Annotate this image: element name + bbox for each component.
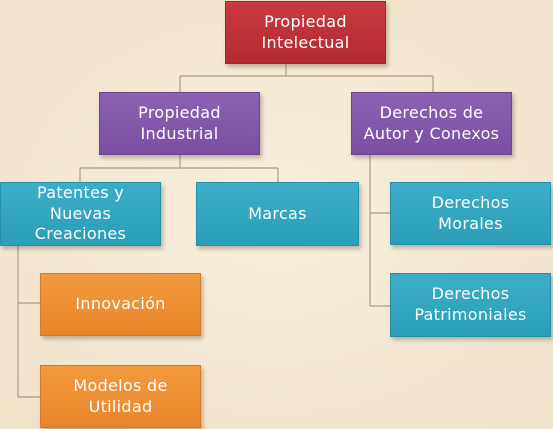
node-derechos-autor: Derechos de Autor y Conexos <box>351 92 512 155</box>
node-propiedad-intelectual: Propiedad Intelectual <box>225 1 386 64</box>
node-marcas-label: Marcas <box>248 203 307 223</box>
node-patentes-label: Patentes y Nuevas Creaciones <box>34 182 127 244</box>
node-marcas: Marcas <box>196 182 359 246</box>
node-propiedad-intelectual-label: Propiedad Intelectual <box>261 11 350 52</box>
node-propiedad-industrial-label: Propiedad Industrial <box>138 102 221 143</box>
node-innovacion: Innovación <box>40 273 201 336</box>
node-propiedad-industrial: Propiedad Industrial <box>99 92 260 155</box>
node-derechos-patrimoniales-label: Derechos Patrimoniales <box>414 284 527 324</box>
node-modelos-utilidad: Modelos de Utilidad <box>40 365 201 428</box>
node-patentes: Patentes y Nuevas Creaciones <box>0 182 161 246</box>
node-innovacion-label: Innovación <box>75 294 166 314</box>
node-derechos-autor-label: Derechos de Autor y Conexos <box>363 102 500 143</box>
node-modelos-utilidad-label: Modelos de Utilidad <box>73 375 168 416</box>
node-derechos-morales: Derechos Morales <box>390 182 551 245</box>
node-derechos-morales-label: Derechos Morales <box>431 192 510 233</box>
node-derechos-patrimoniales: Derechos Patrimoniales <box>390 273 551 337</box>
